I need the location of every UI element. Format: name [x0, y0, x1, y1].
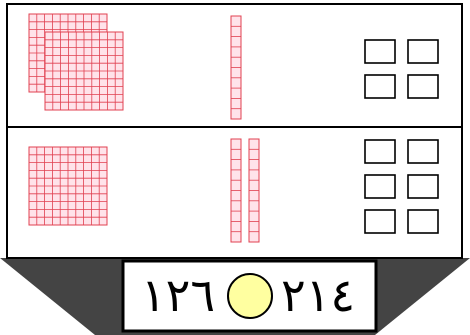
hundred-block: [45, 32, 123, 110]
hundred-block: [29, 147, 107, 225]
one-unit: [365, 175, 395, 198]
one-unit: [365, 75, 395, 98]
right-number: ٢١٤: [281, 268, 355, 322]
one-unit: [408, 175, 438, 198]
one-unit: [365, 140, 395, 163]
one-unit: [408, 75, 438, 98]
ten-rod: [231, 139, 241, 242]
comparison-circle[interactable]: [228, 274, 272, 318]
left-number: ١٢٦: [141, 268, 215, 322]
one-unit: [365, 40, 395, 63]
one-unit: [408, 140, 438, 163]
ten-rod: [231, 16, 241, 119]
one-unit: [365, 210, 395, 233]
one-unit: [408, 210, 438, 233]
ten-rod: [249, 139, 259, 242]
one-unit: [408, 40, 438, 63]
